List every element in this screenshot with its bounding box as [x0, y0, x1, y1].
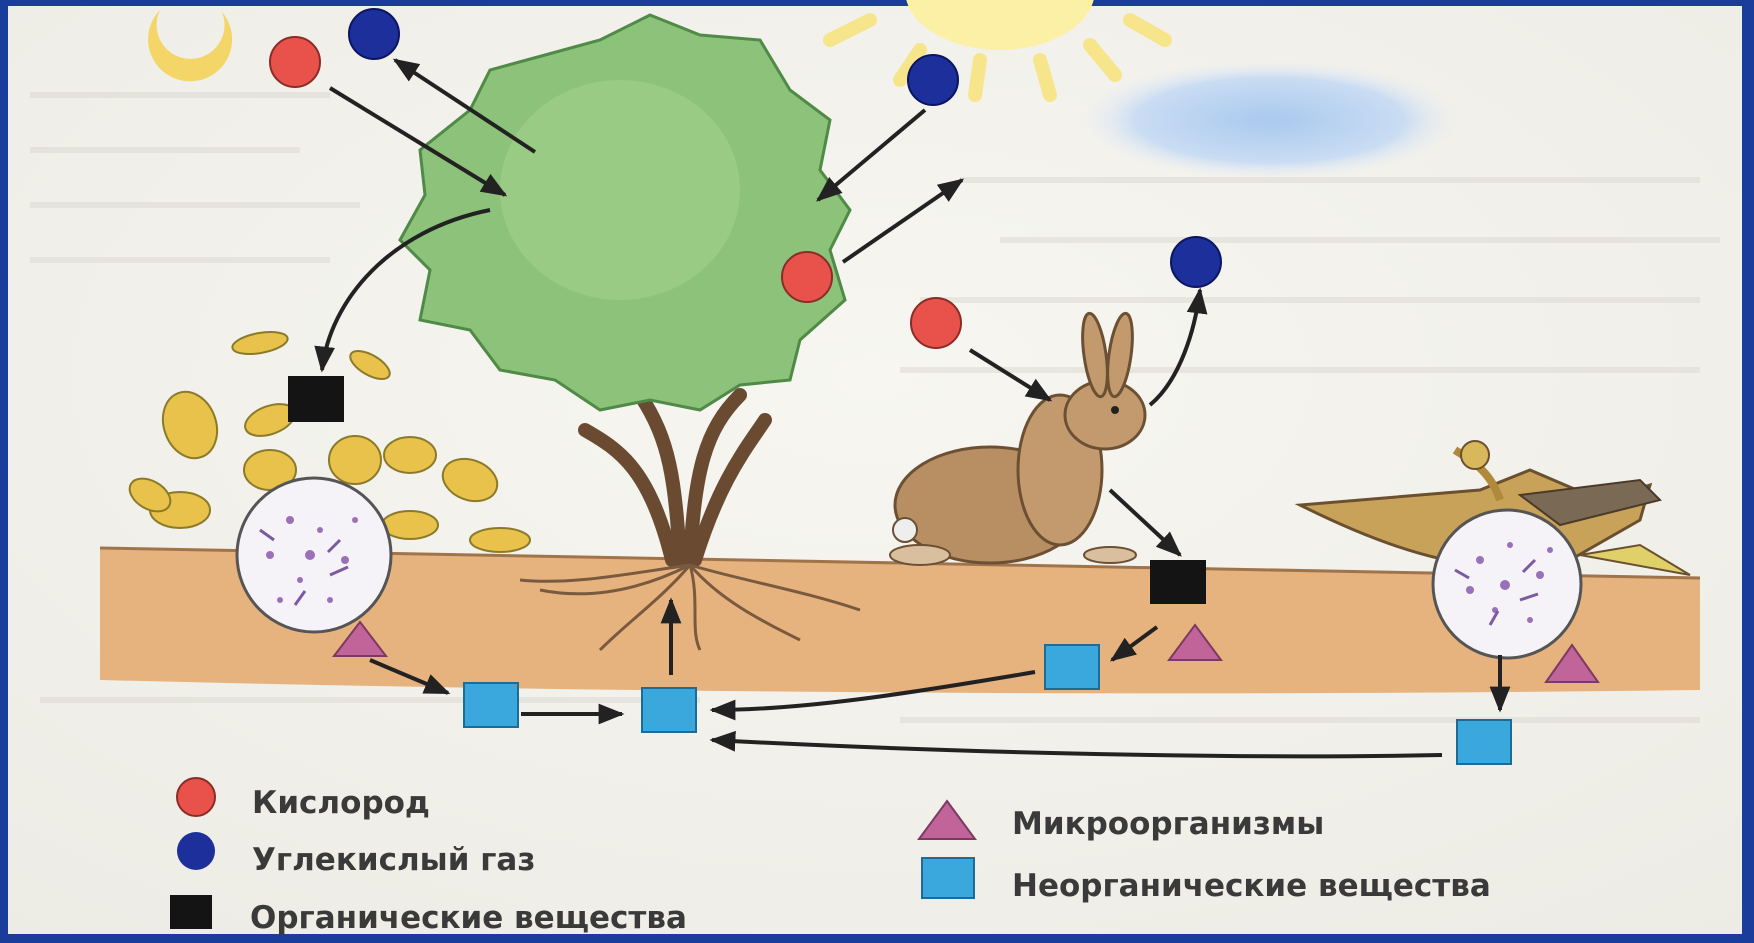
oxygen-circle	[270, 37, 320, 87]
legend-inorganic-swatch	[922, 858, 974, 898]
legend-organic-label: Органические вещества	[250, 900, 687, 936]
legend-inorganic-label: Неорганические вещества	[1012, 868, 1491, 904]
microbe-circle	[237, 478, 391, 632]
co2-circle	[1171, 237, 1221, 287]
organic-square	[1150, 560, 1206, 604]
legend-microorganisms-label: Микроорганизмы	[1012, 806, 1324, 842]
cloud-icon	[1080, 60, 1460, 180]
co2-circle	[908, 55, 958, 105]
inorganic-square	[1457, 720, 1511, 764]
legend-oxygen-swatch	[177, 778, 215, 816]
microbe-circle	[1433, 510, 1581, 658]
organic-square	[288, 376, 344, 422]
oxygen-circle	[911, 298, 961, 348]
legend-co2-label: Углекислый газ	[252, 842, 535, 878]
co2-circle	[349, 9, 399, 59]
inorganic-square	[642, 688, 696, 732]
legend-co2-swatch	[177, 832, 215, 870]
oxygen-circle	[782, 252, 832, 302]
inorganic-square	[1045, 645, 1099, 689]
legend-organic-swatch	[170, 895, 212, 929]
legend-oxygen-label: Кислород	[252, 785, 430, 821]
inorganic-square	[464, 683, 518, 727]
